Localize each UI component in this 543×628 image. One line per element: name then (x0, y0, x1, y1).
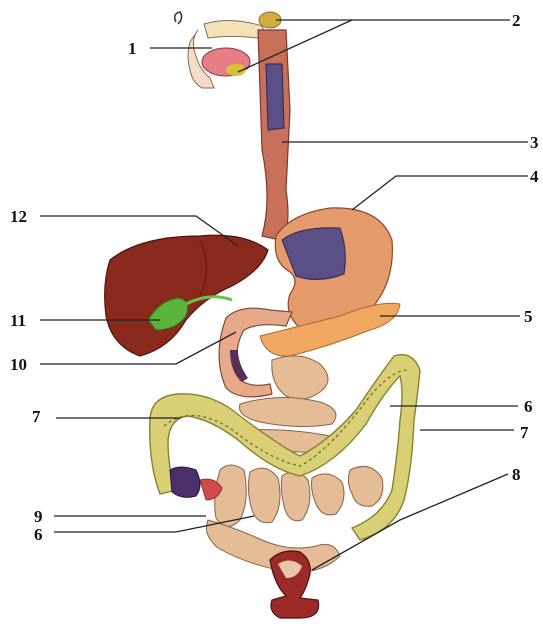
label-9: 9 (34, 508, 43, 525)
label-12: 12 (10, 208, 27, 225)
label-3: 3 (530, 134, 539, 151)
leader-line-4 (352, 176, 528, 210)
label-5: 5 (524, 308, 533, 325)
liver (105, 235, 268, 356)
label-4: 4 (530, 168, 539, 185)
label-11: 11 (10, 312, 26, 329)
label-1: 1 (128, 40, 137, 57)
label-7b: 7 (520, 424, 529, 441)
label-8: 8 (512, 466, 521, 483)
esophagus (258, 30, 290, 240)
label-10: 10 (10, 356, 27, 373)
label-7a: 7 (32, 408, 41, 425)
label-2: 2 (512, 12, 521, 29)
label-6a: 6 (524, 398, 533, 415)
label-6b: 6 (34, 526, 43, 543)
